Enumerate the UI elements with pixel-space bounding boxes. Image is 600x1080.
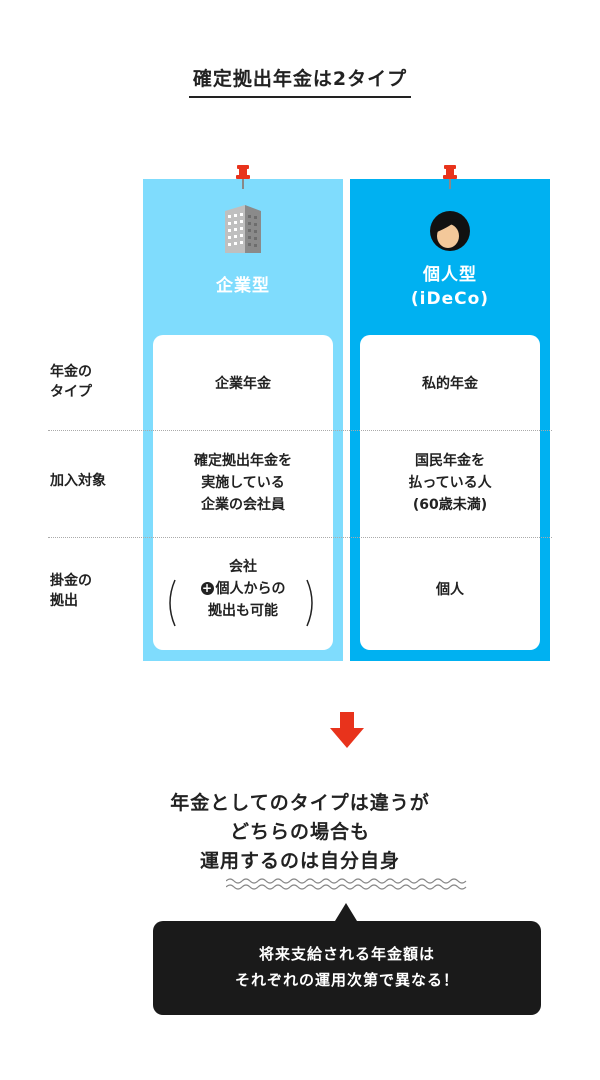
cell-individual-type: 私的年金: [422, 376, 478, 392]
pushpin-icon: [236, 165, 250, 189]
column-title: 企業型: [216, 276, 270, 296]
cell-corporate-contribution: 会社 +個人からの 拠出も可能: [200, 559, 286, 619]
row-label-contribution: 掛金の拠出: [50, 573, 92, 609]
cell-corporate-type: 企業年金: [215, 376, 271, 392]
column-individual: 個人型 (iDeCo): [350, 165, 550, 661]
column-corporate: 企業型: [143, 165, 343, 661]
wavy-underline: [226, 878, 467, 890]
row-divider: [48, 537, 552, 538]
row-label-eligibility: 加入対象: [50, 473, 106, 489]
cell-individual-eligibility: 国民年金を 払っている人 (60歳未満): [408, 453, 492, 513]
column-subtitle: (iDeCo): [410, 289, 490, 309]
pushpin-icon: [443, 165, 457, 189]
right-paren: [306, 579, 313, 627]
building-icon: [225, 205, 261, 253]
conclusion-line: どちらの場合も: [229, 821, 370, 843]
page-title: 確定拠出年金は2タイプ: [0, 64, 600, 98]
conclusion-line: 年金としてのタイプは違うが: [170, 792, 430, 814]
callout-line: 将来支給される年金額は: [258, 945, 435, 963]
row-divider: [48, 430, 552, 431]
person-icon: [430, 211, 470, 251]
cell-individual-contribution: 個人: [436, 582, 464, 598]
down-arrow-icon: [330, 712, 364, 748]
callout-pointer: [335, 903, 357, 921]
callout-line: それぞれの運用次第で異なる！: [234, 971, 459, 989]
left-paren: [169, 579, 176, 627]
column-card: [360, 335, 540, 650]
cell-corporate-eligibility: 確定拠出年金を 実施している 企業の会社員: [194, 453, 292, 513]
plus-circle-icon: +: [200, 581, 214, 595]
conclusion-line: 運用するのは自分自身: [199, 850, 400, 872]
column-card: [153, 335, 333, 650]
row-label-type: 年金のタイプ: [50, 364, 92, 400]
callout-box: 将来支給される年金額は それぞれの運用次第で異なる！: [153, 921, 541, 1015]
column-title: 個人型: [423, 265, 477, 285]
